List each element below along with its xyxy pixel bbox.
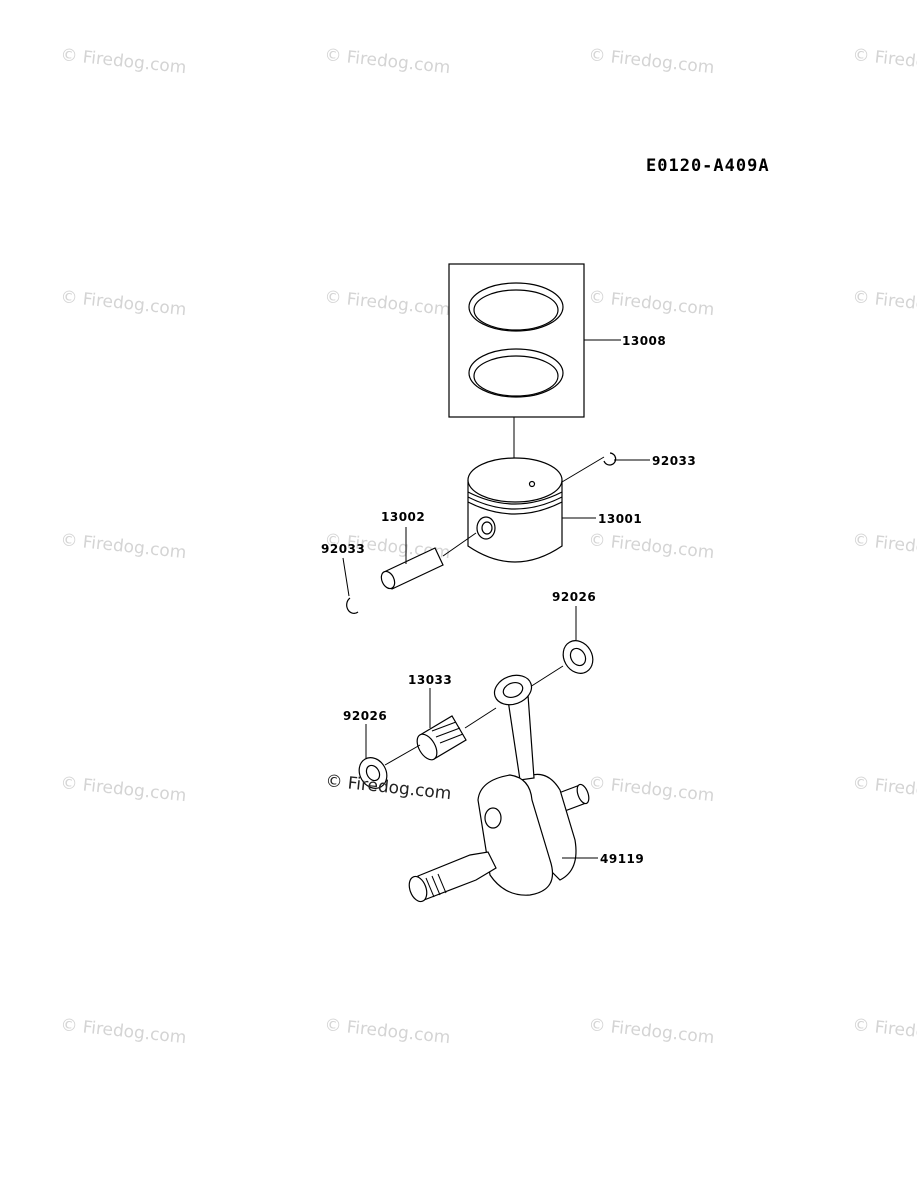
washer-inner [365, 764, 381, 782]
assembly-line [384, 744, 421, 766]
circlip-left[interactable] [346, 597, 359, 614]
rings-frame [448, 263, 585, 418]
piston-pin[interactable] [379, 547, 444, 591]
assembly-line [529, 665, 564, 688]
crank-pin-hole [484, 807, 502, 829]
callout-13002: 13002 [381, 510, 425, 524]
callout-92033-right: 92033 [652, 454, 696, 468]
piston-ring-upper-inner [473, 289, 559, 331]
circlip-right[interactable] [603, 452, 617, 466]
washer-outer [358, 757, 388, 789]
piston[interactable] [467, 457, 563, 563]
ring-groove [467, 501, 563, 515]
callout-13033: 13033 [408, 673, 452, 687]
watermark: © Firedog.com [587, 530, 715, 563]
callout-92026-left: 92026 [343, 709, 387, 723]
shaft-thread-end [408, 875, 428, 903]
assembly-line [464, 707, 497, 729]
watermark: © Firedog.com [323, 45, 451, 78]
watermark: © Firedog.com [324, 771, 452, 804]
washer-outer [562, 640, 594, 674]
watermark: © Firedog.com [587, 287, 715, 320]
piston-ring-lower-inner [473, 355, 559, 397]
washer-inner [569, 647, 587, 667]
watermark: © Firedog.com [851, 287, 917, 320]
callout-13001: 13001 [598, 512, 642, 526]
piston-crown [467, 457, 563, 503]
piston-crown-mark [528, 480, 536, 488]
watermark: © Firedog.com [59, 530, 187, 563]
needle-bearing[interactable] [413, 715, 467, 763]
crankshaft-assembly[interactable] [406, 670, 591, 904]
assembly-line [442, 532, 477, 557]
watermark: © Firedog.com [59, 1015, 187, 1048]
rod-small-end [493, 674, 533, 706]
connecting-rod-shank [507, 694, 535, 781]
piston-pin-bore [476, 516, 496, 540]
piston-rings-group[interactable] [448, 263, 585, 418]
watermark: © Firedog.com [323, 287, 451, 320]
leader-line [342, 557, 350, 597]
watermark: © Firedog.com [851, 773, 917, 806]
watermark: © Firedog.com [587, 773, 715, 806]
ring-groove [467, 496, 563, 510]
ring-groove [467, 491, 563, 505]
watermark: © Firedog.com [851, 45, 917, 78]
callout-49119: 49119 [600, 852, 644, 866]
piston-ring-lower [468, 348, 564, 398]
assembly-line [561, 456, 605, 483]
watermark: © Firedog.com [59, 773, 187, 806]
watermark: © Firedog.com [851, 530, 917, 563]
callout-92026-right: 92026 [552, 590, 596, 604]
watermark: © Firedog.com [323, 1015, 451, 1048]
thrust-washer-right[interactable] [557, 635, 598, 678]
watermark: © Firedog.com [851, 1015, 917, 1048]
diagram-code: E0120-A409A [646, 156, 770, 176]
piston-pin-bore-inner [481, 521, 493, 535]
piston-pin-end [380, 570, 396, 590]
bearing-end [416, 733, 438, 761]
watermark: © Firedog.com [587, 1015, 715, 1048]
watermark: © Firedog.com [587, 45, 715, 78]
watermark: © Firedog.com [59, 287, 187, 320]
callout-13008: 13008 [622, 334, 666, 348]
callout-92033-left: 92033 [321, 542, 365, 556]
crank-shaft-left [417, 851, 497, 901]
piston-ring-upper [468, 282, 564, 332]
crank-web-front [477, 774, 554, 896]
watermark: © Firedog.com [59, 45, 187, 78]
thrust-washer-left[interactable] [354, 753, 393, 794]
